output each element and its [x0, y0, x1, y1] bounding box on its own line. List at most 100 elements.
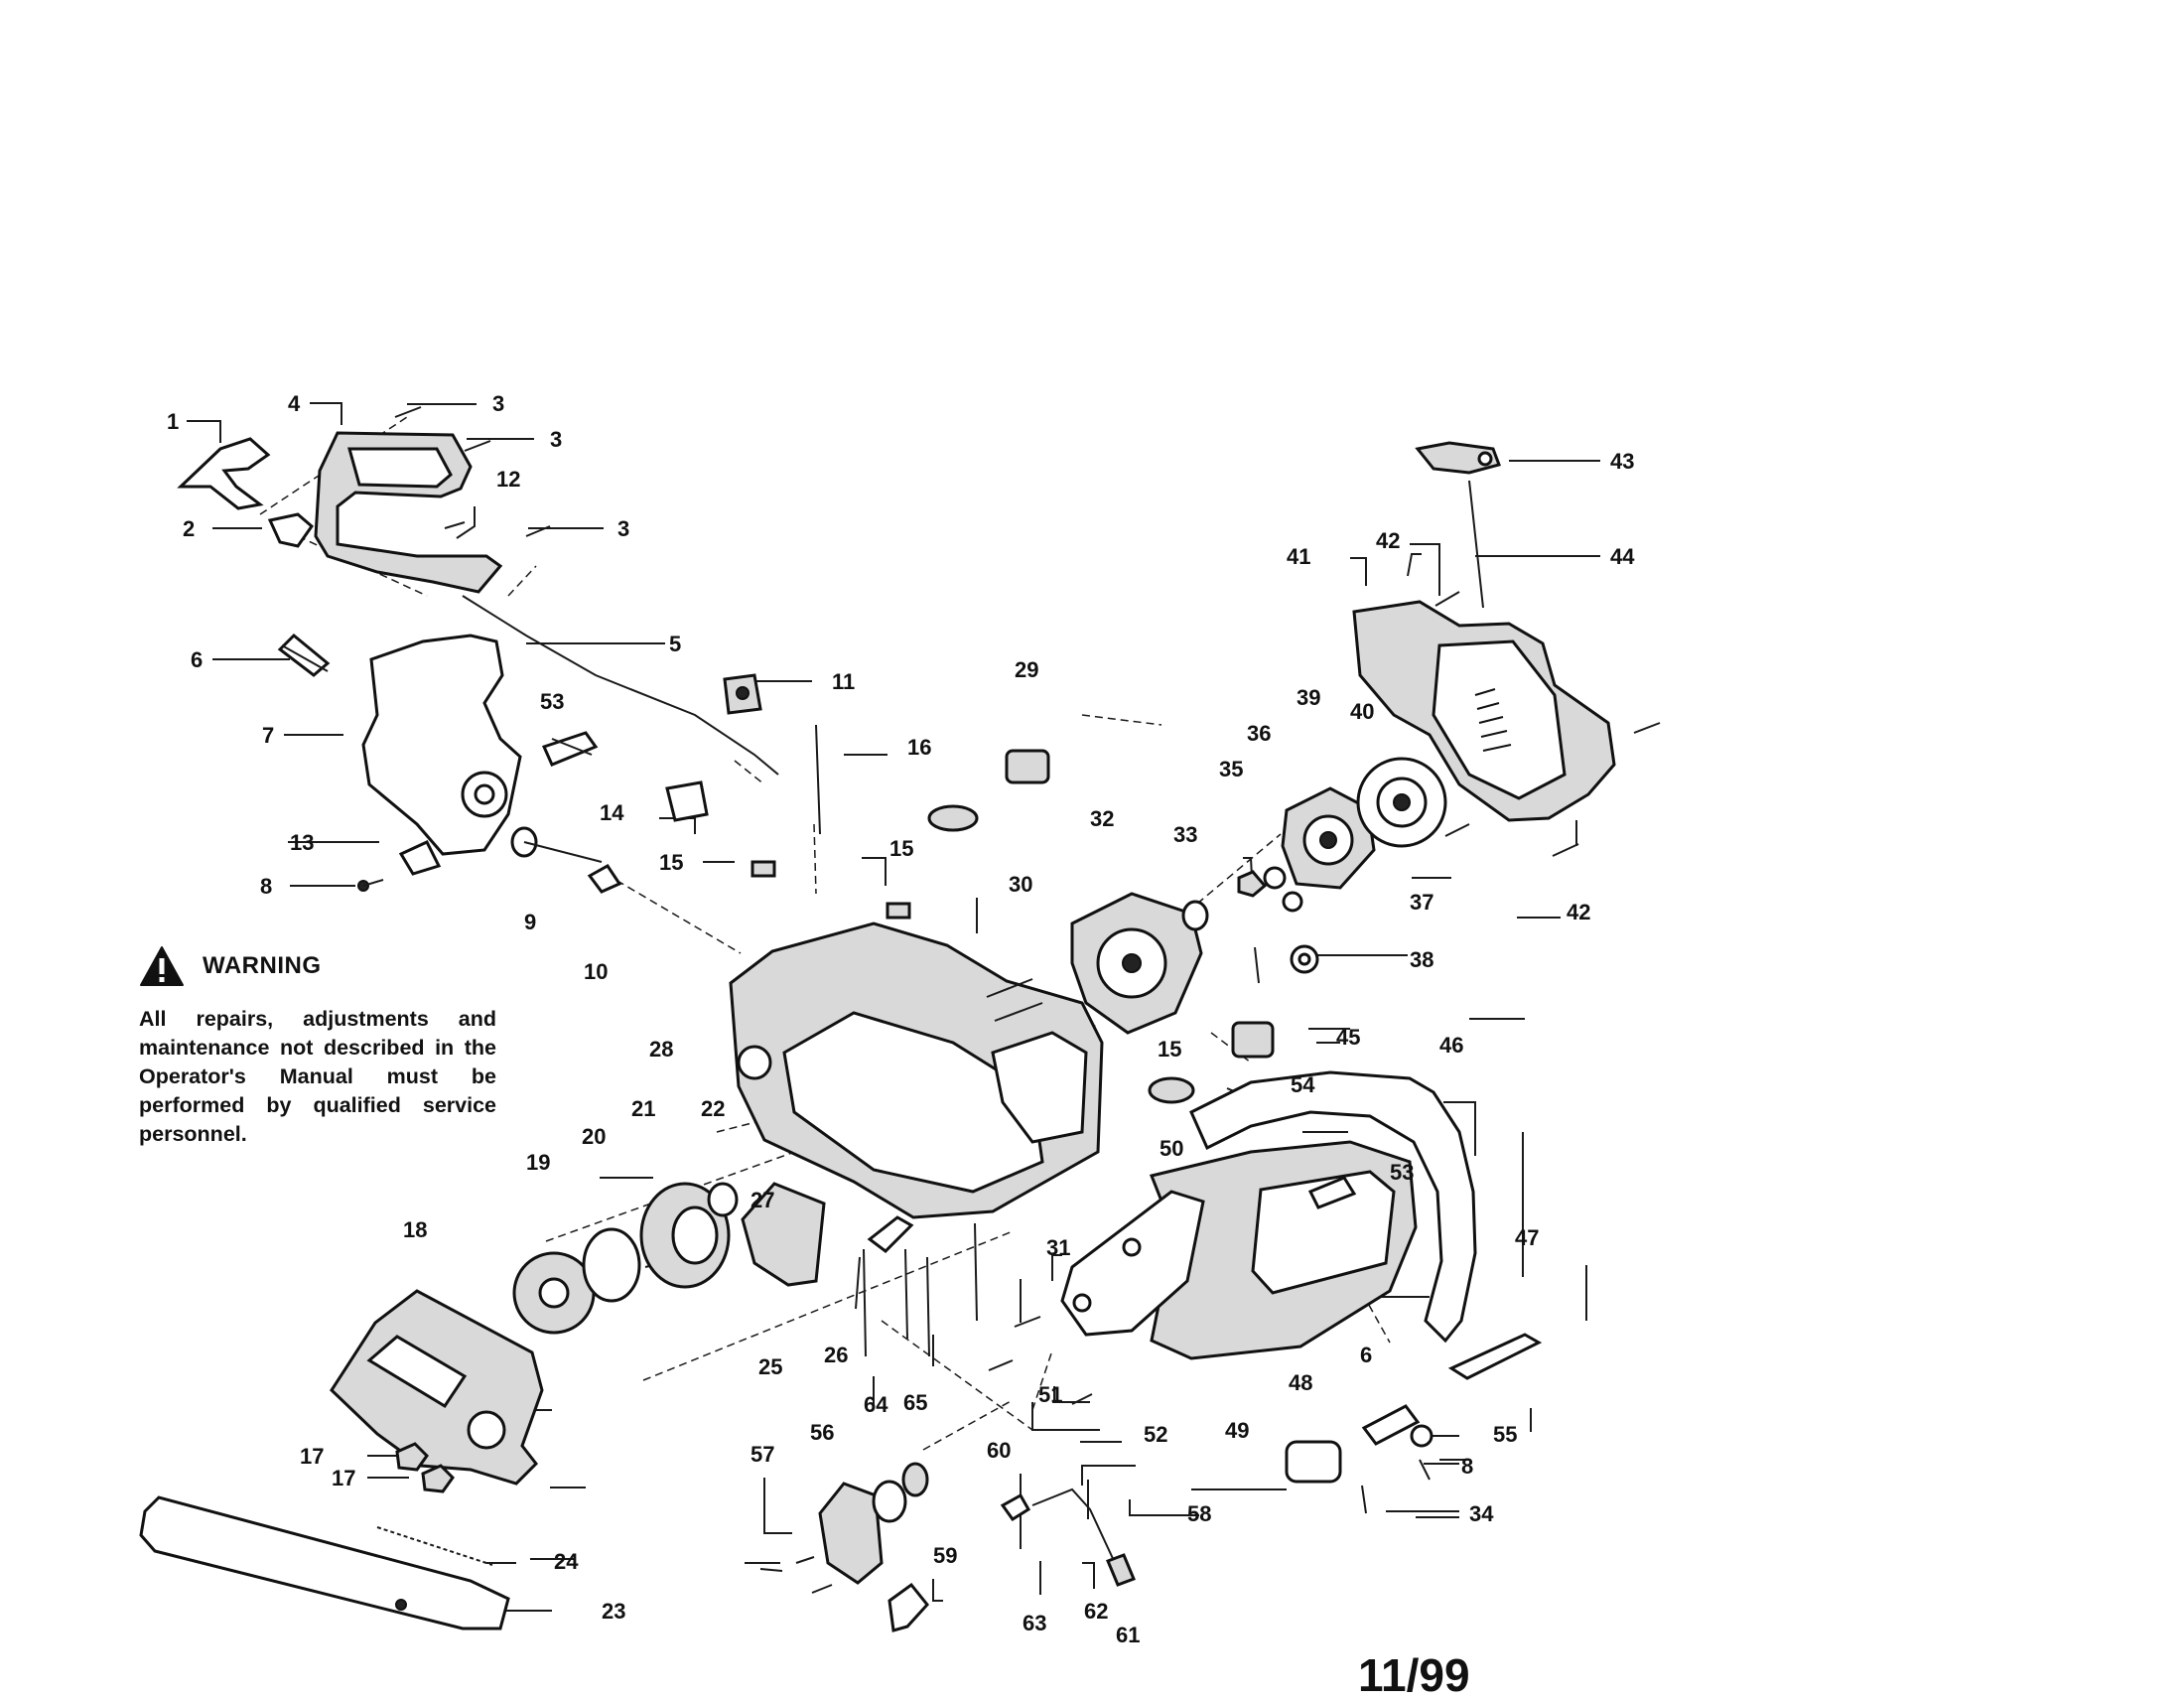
callout-30: 30 [1009, 872, 1032, 897]
callout-58: 58 [1187, 1501, 1211, 1526]
callout-12: 12 [496, 467, 520, 492]
part-41-starter-housing [1352, 600, 1616, 822]
part-57-screws [795, 1556, 833, 1594]
part-6-spring-right [1361, 1404, 1421, 1446]
part-51-screws [988, 1316, 1041, 1371]
callout-31: 31 [1046, 1235, 1070, 1260]
part-9-throttle-pin [510, 826, 603, 863]
part-35-nut [1237, 870, 1268, 898]
callout-33: 33 [1173, 822, 1197, 847]
part-5-throttle-rod [462, 595, 779, 776]
callout-46: 46 [1439, 1033, 1463, 1058]
callout-18: 18 [403, 1217, 427, 1242]
part-43-starter-grip [1415, 441, 1501, 475]
callout-5: 5 [669, 632, 681, 656]
part-22-washer [707, 1182, 739, 1217]
callout-10: 10 [584, 959, 608, 984]
callout-62: 62 [1084, 1599, 1108, 1624]
callout-37: 37 [1410, 890, 1433, 915]
warning-box: WARNING All repairs, adjustments and mai… [139, 945, 496, 1149]
callout-42a: 42 [1376, 528, 1400, 553]
part-18-sprocket-cover [330, 1289, 544, 1486]
part-4-handle [314, 431, 503, 594]
callout-57: 57 [751, 1442, 774, 1467]
part-8-screw-left [357, 879, 384, 892]
callout-4: 4 [288, 391, 301, 416]
callout-16: 16 [907, 735, 931, 760]
warning-header: WARNING [139, 945, 496, 987]
warning-text: All repairs, adjustments and maintenance… [139, 1007, 496, 1146]
part-21-drum [639, 1182, 731, 1289]
callout-64: 64 [864, 1392, 888, 1417]
callout-43: 43 [1610, 449, 1634, 474]
warning-title: WARNING [203, 952, 322, 979]
part-56-oil-pump [818, 1482, 884, 1585]
date-code: 11/99 [1358, 1649, 1470, 1701]
part-28-crankcase [729, 921, 1104, 1219]
part-47-plate [1447, 1333, 1543, 1380]
callout-34: 34 [1469, 1501, 1494, 1526]
part-32-flywheel-housing [1070, 892, 1203, 1035]
part-34-screw [1361, 1485, 1367, 1514]
callout-54: 54 [1291, 1072, 1315, 1097]
part-8-screw-right [1419, 1459, 1431, 1481]
callout-17a: 17 [300, 1444, 324, 1469]
callout-26: 26 [824, 1343, 848, 1367]
callout-59: 59 [933, 1543, 957, 1568]
callout-2: 2 [183, 516, 195, 541]
part-2-lockout [267, 512, 315, 548]
callout-42b: 42 [1567, 900, 1590, 924]
part-42-screws [1434, 591, 1661, 857]
callout-3c: 3 [617, 516, 629, 541]
part-10-clip [587, 864, 622, 894]
part-6-spring-left [277, 633, 331, 677]
part-31-bolt [974, 1222, 978, 1322]
callout-32: 32 [1090, 806, 1114, 831]
callout-21: 21 [631, 1096, 655, 1121]
callout-3b: 3 [550, 427, 562, 452]
part-29-primer-upper [927, 749, 1050, 832]
callout-41: 41 [1287, 544, 1310, 569]
callout-63: 63 [1023, 1611, 1046, 1635]
callout-15a: 15 [659, 850, 683, 875]
part-3-screws [394, 406, 551, 537]
part-53-spring-upper [541, 731, 599, 767]
part-20-washer [582, 1227, 641, 1303]
part-39-pulley [1281, 786, 1376, 890]
part-16-rod [815, 724, 821, 835]
part-46-front-handle [1189, 1070, 1477, 1344]
part-60-clamp [1000, 1492, 1031, 1522]
part-45-primer [1148, 1021, 1275, 1104]
part-14-switch [665, 780, 709, 822]
part-38-spring [1290, 944, 1319, 974]
callout-11: 11 [832, 669, 855, 694]
callout-40: 40 [1350, 699, 1374, 724]
part-23-bar [139, 1495, 510, 1630]
callout-15b: 15 [889, 836, 913, 861]
part-64-washer [872, 1480, 907, 1523]
callout-28: 28 [649, 1037, 673, 1062]
callout-23: 23 [602, 1599, 625, 1624]
part-25-chain-brake-plate [741, 1182, 826, 1287]
part-36-washer [1263, 866, 1287, 890]
part-48-bumper [1285, 1440, 1342, 1484]
callout-48: 48 [1289, 1370, 1312, 1395]
callout-8a: 8 [260, 874, 272, 899]
callout-17b: 17 [332, 1466, 355, 1490]
part-40-starter-pulley [1356, 757, 1447, 848]
part-52-screw [1071, 1393, 1093, 1405]
part-11-grommet [723, 673, 762, 715]
callout-39: 39 [1297, 685, 1320, 710]
callout-55: 55 [1493, 1422, 1517, 1447]
callout-50: 50 [1160, 1136, 1183, 1161]
callout-29: 29 [1015, 657, 1038, 682]
callout-36: 36 [1247, 721, 1271, 746]
callout-35: 35 [1219, 757, 1243, 781]
callout-6b: 6 [1360, 1343, 1372, 1367]
part-24-chain [376, 1526, 493, 1566]
part-19-clutch [512, 1251, 596, 1335]
part-59-fitting [887, 1582, 929, 1632]
callout-1: 1 [167, 409, 179, 434]
callout-49: 49 [1225, 1418, 1249, 1443]
